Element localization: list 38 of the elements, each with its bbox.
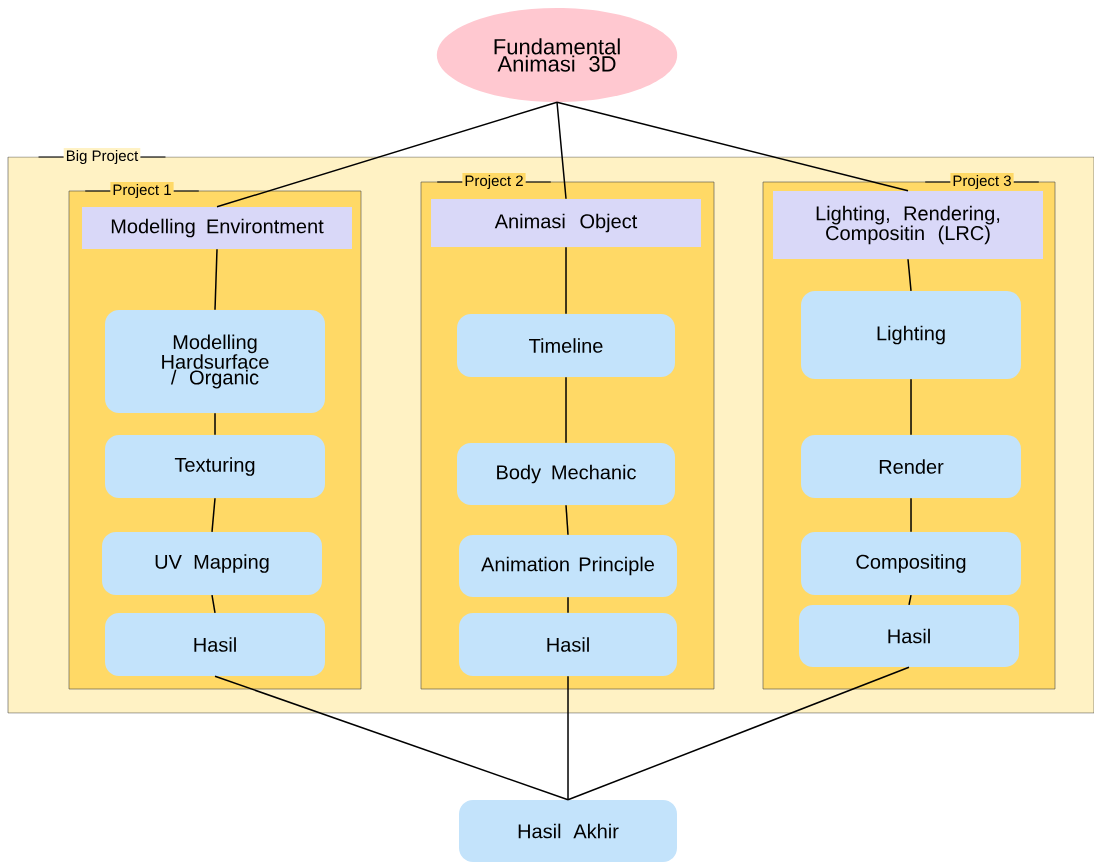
- step-box: Lighting: [801, 291, 1021, 379]
- project-header: Lighting, Rendering, Compositin (LRC): [773, 191, 1043, 259]
- connector-line: [565, 376, 567, 444]
- connector-line: [567, 596, 569, 614]
- group-title: Project 1: [84, 182, 200, 200]
- connector-line: [565, 246, 567, 315]
- step-box: Texturing: [105, 435, 325, 498]
- group-title: Project 3: [924, 173, 1040, 191]
- step-box: UV Mapping: [102, 532, 322, 595]
- project-header: Animasi Object: [431, 199, 701, 247]
- connector-line: [556, 101, 567, 200]
- connector-line: [907, 258, 912, 292]
- connector-line: [211, 594, 216, 614]
- connector-line: [908, 594, 912, 606]
- connector-line: [216, 101, 558, 208]
- step-box: Render: [801, 435, 1021, 498]
- step-box: Compositing: [801, 532, 1021, 595]
- step-box: Hasil: [799, 605, 1019, 667]
- connector-line: [214, 675, 569, 801]
- connector-line: [211, 497, 216, 533]
- step-box: Modelling Hardsurface / Organic: [105, 310, 325, 413]
- connector-line: [214, 248, 218, 311]
- step-box: Animation Principle: [459, 535, 677, 597]
- group-title: Big Project: [37, 148, 167, 166]
- connector-line: [910, 378, 912, 436]
- step-box: Timeline: [457, 314, 675, 377]
- connector-line: [567, 666, 910, 801]
- connector-line: [567, 675, 569, 801]
- connector-line: [214, 412, 216, 436]
- step-box: Hasil: [105, 613, 325, 676]
- project-header: Modelling Environtment: [82, 207, 352, 249]
- step-box: Hasil: [459, 613, 677, 676]
- step-box: Body Mechanic: [457, 443, 675, 505]
- connector-line: [556, 101, 909, 192]
- group-title: Project 2: [436, 173, 552, 191]
- step-box: Hasil Akhir: [459, 800, 677, 862]
- connector-line: [565, 504, 569, 536]
- connector-line: [910, 497, 912, 533]
